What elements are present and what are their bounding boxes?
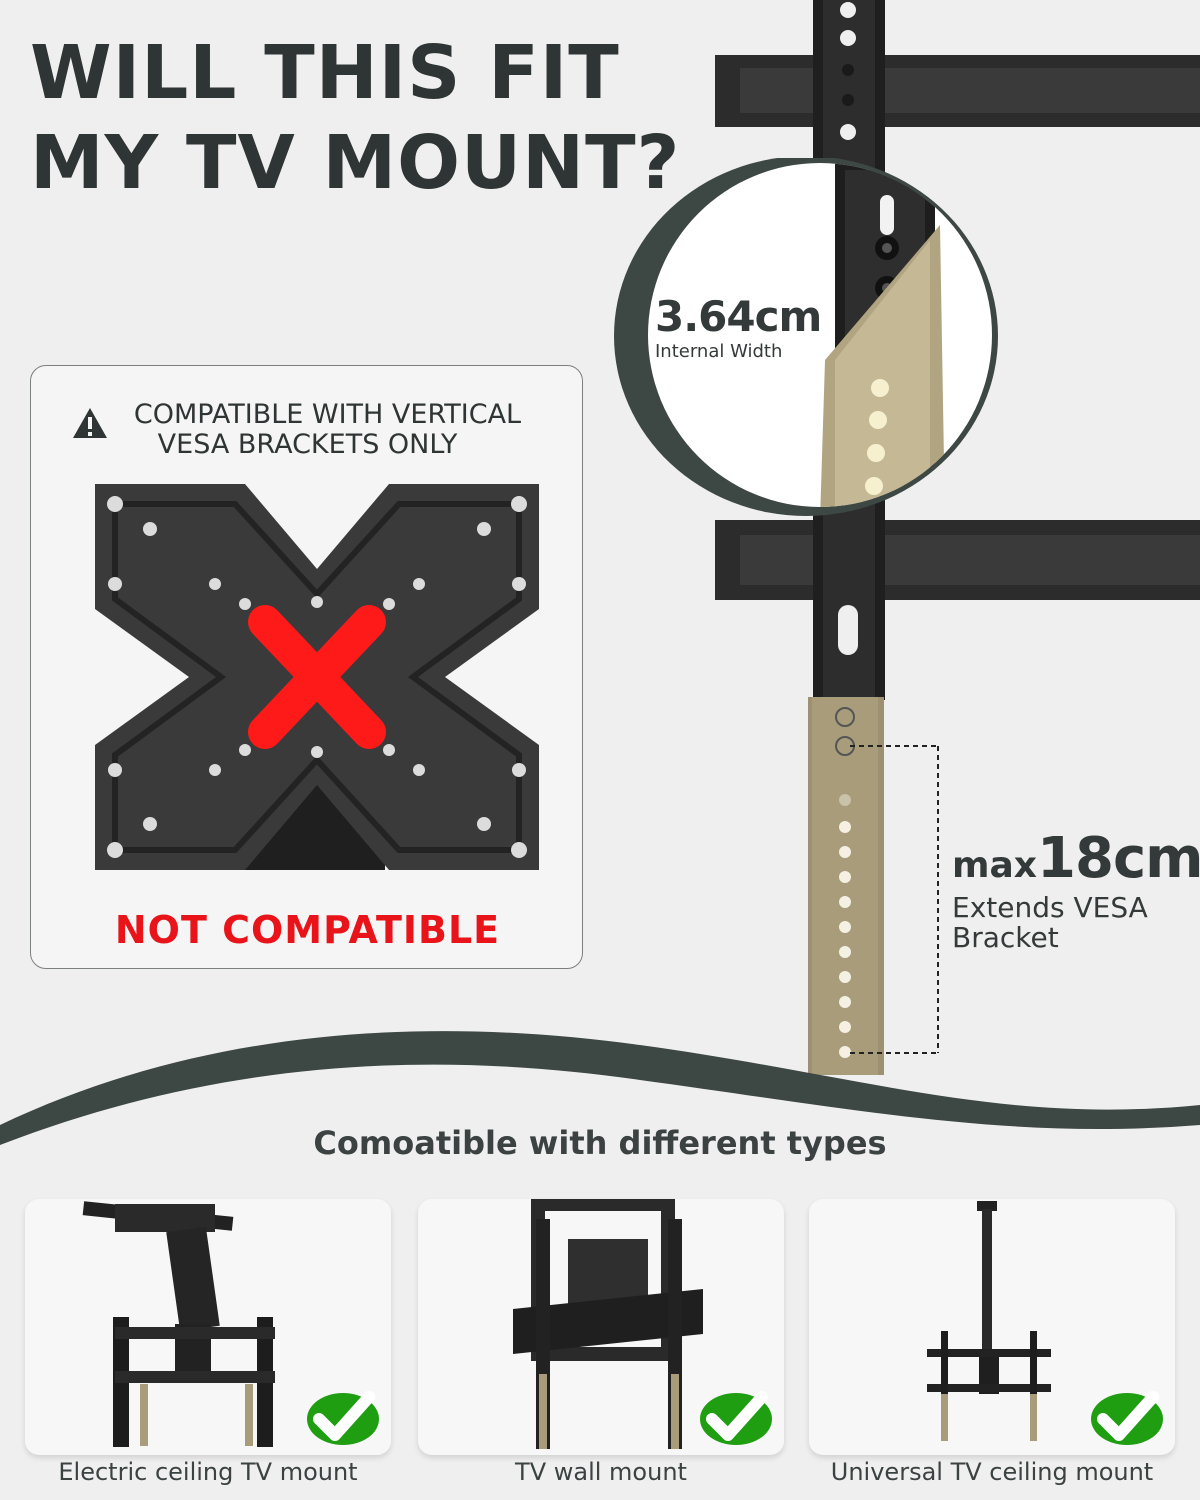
x-shaped-vesa-plate-image [95,484,539,870]
extension-prefix: max [952,845,1038,886]
wall-mount-image [513,1199,703,1449]
compatible-types-heading: Comoatible with different types [313,1124,887,1162]
notice-line-1: COMPATIBLE WITH VERTICAL [133,399,522,430]
internal-width-value: 3.64cm [655,292,822,341]
electric-ceiling-mount-image [82,1201,275,1447]
check-icon [307,1391,379,1445]
extension-label: Extends VESA Bracket [952,891,1148,954]
check-icon [1091,1391,1163,1445]
check-icon [700,1391,772,1445]
page-title: WILL THIS FIT MY TV MOUNT? [30,28,680,208]
type-label-universal-ceiling: Universal TV ceiling mount [830,1458,1154,1486]
wave-divider [0,1031,1200,1170]
internal-width-label: Internal Width [655,341,783,362]
compatibility-notice: COMPATIBLE WITH VERTICAL VESA BRACKETS O… [31,400,584,460]
title-line-1: WILL THIS FIT [30,30,620,116]
type-card-electric-ceiling [25,1199,391,1455]
extension-value: 18cm [1037,826,1200,891]
type-label-wall-mount: TV wall mount [515,1458,687,1486]
notice-line-2: VESA BRACKETS ONLY [157,429,458,460]
type-card-wall-mount [418,1199,784,1455]
universal-ceiling-mount-image [927,1201,1051,1441]
extension-max: max18cm [952,826,1200,891]
not-compatible-card: COMPATIBLE WITH VERTICAL VESA BRACKETS O… [30,365,583,969]
not-compatible-label: NOT COMPATIBLE [114,908,501,952]
title-line-2: MY TV MOUNT? [30,120,681,206]
type-card-universal-ceiling [809,1199,1175,1455]
type-label-electric-ceiling: Electric ceiling TV mount [58,1458,358,1486]
warning-triangle-icon [73,408,107,438]
zoom-detail-circle [614,158,998,516]
